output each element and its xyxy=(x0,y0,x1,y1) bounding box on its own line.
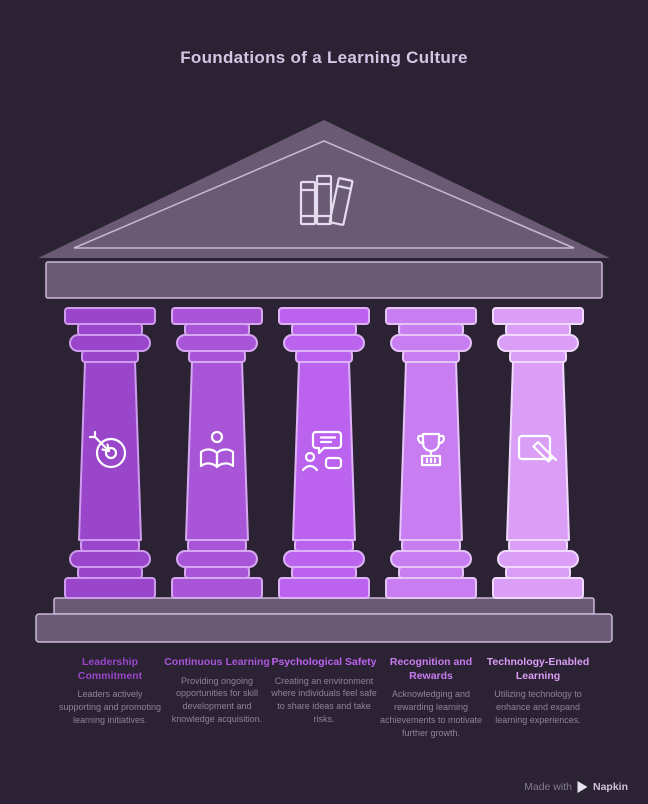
pillar-labels: Leadership Commitment Leaders actively s… xyxy=(0,656,648,786)
pillar-continuous-learning xyxy=(171,307,263,599)
base-step-upper xyxy=(53,597,595,615)
bookshelf-icon xyxy=(299,174,354,226)
label-recognition-rewards: Recognition and Rewards Acknowledging an… xyxy=(377,656,485,739)
pillar-description: Providing ongoing opportunities for skil… xyxy=(171,675,263,724)
label-continuous-learning: Continuous Learning Providing ongoing op… xyxy=(163,656,271,726)
screen-pencil-icon xyxy=(517,434,558,463)
pediment-inner-outline xyxy=(73,140,575,249)
pillar-description: Creating an environment where individual… xyxy=(271,675,377,724)
napkin-watermark[interactable]: Made with Napkin xyxy=(524,781,628,793)
pillar-heading: Leadership Commitment xyxy=(77,656,143,682)
napkin-logo-icon xyxy=(577,781,588,793)
base-step-lower xyxy=(35,613,613,643)
pillar-heading: Psychological Safety xyxy=(271,656,377,668)
target-arrow-icon xyxy=(88,430,127,469)
pillar-leadership-commitment xyxy=(64,307,156,599)
pillar-heading: Technology-Enabled Learning xyxy=(486,656,590,682)
pillar-technology-enabled-learning xyxy=(492,307,584,599)
trophy-icon xyxy=(417,432,445,467)
label-psychological-safety: Psychological Safety Creating an environ… xyxy=(270,656,378,726)
pillar-recognition-rewards xyxy=(385,307,477,599)
person-reading-icon xyxy=(199,430,235,469)
label-leadership-commitment: Leadership Commitment Leaders actively s… xyxy=(56,656,164,727)
pillar-description: Acknowledging and rewarding learning ach… xyxy=(379,689,483,738)
pillar-heading: Continuous Learning xyxy=(164,656,270,668)
label-technology-enabled-learning: Technology-Enabled Learning Utilizing te… xyxy=(484,656,592,727)
watermark-brand: Napkin xyxy=(592,781,628,793)
pediment-roof xyxy=(38,120,610,258)
discussion-bubbles-icon xyxy=(301,430,343,472)
watermark-prefix: Made with xyxy=(524,781,572,793)
temple-diagram xyxy=(35,120,613,643)
entablature-beam xyxy=(45,261,603,299)
pillar-description: Utilizing technology to enhance and expa… xyxy=(494,689,582,725)
pillar-psychological-safety xyxy=(278,307,370,599)
page-title: Foundations of a Learning Culture xyxy=(180,48,468,67)
pillar-heading: Recognition and Rewards xyxy=(389,656,473,682)
pillar-description: Leaders actively supporting and promotin… xyxy=(58,689,162,725)
